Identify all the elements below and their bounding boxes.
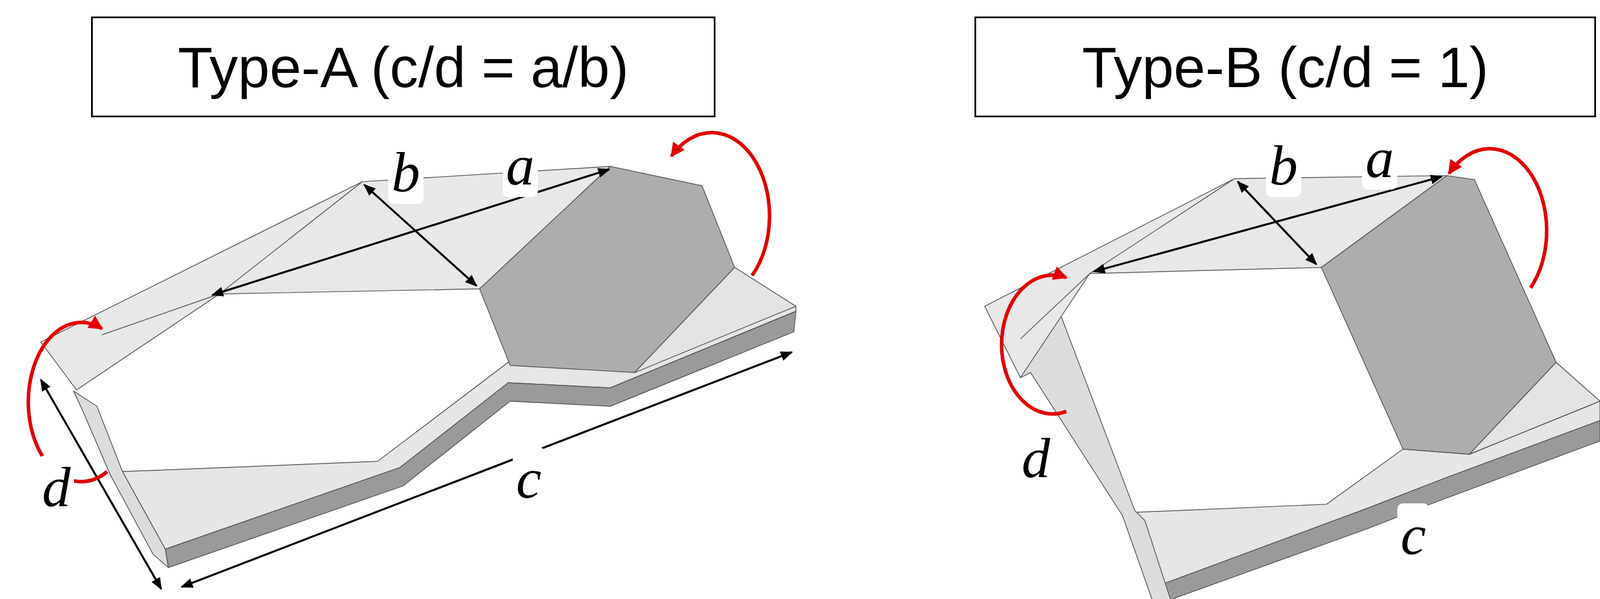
plate-side xyxy=(1154,420,1600,599)
dimension-label-box: a xyxy=(502,137,538,195)
type-a-specimen xyxy=(40,166,797,568)
title-box: Type-B (c/d = 1) xyxy=(974,16,1597,118)
rotation-arrow xyxy=(1449,148,1548,288)
type-b-specimen xyxy=(984,175,1600,599)
rotation-arrow xyxy=(671,132,770,276)
dimension-label: a xyxy=(1362,126,1398,190)
dimension-label: c xyxy=(512,446,545,510)
dimension-label: d xyxy=(38,455,74,519)
figure-group xyxy=(28,132,1600,599)
end-face xyxy=(634,267,796,373)
type-a-rotations xyxy=(28,132,770,482)
end-face xyxy=(1469,362,1600,454)
fold-line xyxy=(101,181,363,335)
fold-line xyxy=(1020,178,1235,339)
plate-side xyxy=(165,311,796,568)
dimension-label: c xyxy=(1397,503,1430,567)
dimension-label-box: c xyxy=(512,450,545,508)
title-text: Type-B (c/d = 1) xyxy=(1082,35,1489,99)
dimension-arrow xyxy=(181,351,792,587)
title-text: Type-A (c/d = a/b) xyxy=(177,35,629,99)
dimension-label-box: d xyxy=(38,458,74,516)
dimension-label-box: c xyxy=(1397,506,1430,564)
title-box: Type-A (c/d = a/b) xyxy=(91,16,716,118)
type-a-dimensions xyxy=(40,169,792,590)
strip-side xyxy=(73,391,169,568)
dimension-label-box: a xyxy=(1362,129,1398,187)
dimension-label: b xyxy=(1265,133,1302,197)
dimension-label: b xyxy=(388,140,424,204)
dimension-label: a xyxy=(502,133,538,197)
dimension-label-box: b xyxy=(388,144,424,201)
dimension-label: d xyxy=(1018,426,1054,490)
dimension-label-box: b xyxy=(1265,137,1302,195)
dimension-label-box: d xyxy=(1018,429,1054,487)
rotation-arrow xyxy=(1001,274,1067,414)
